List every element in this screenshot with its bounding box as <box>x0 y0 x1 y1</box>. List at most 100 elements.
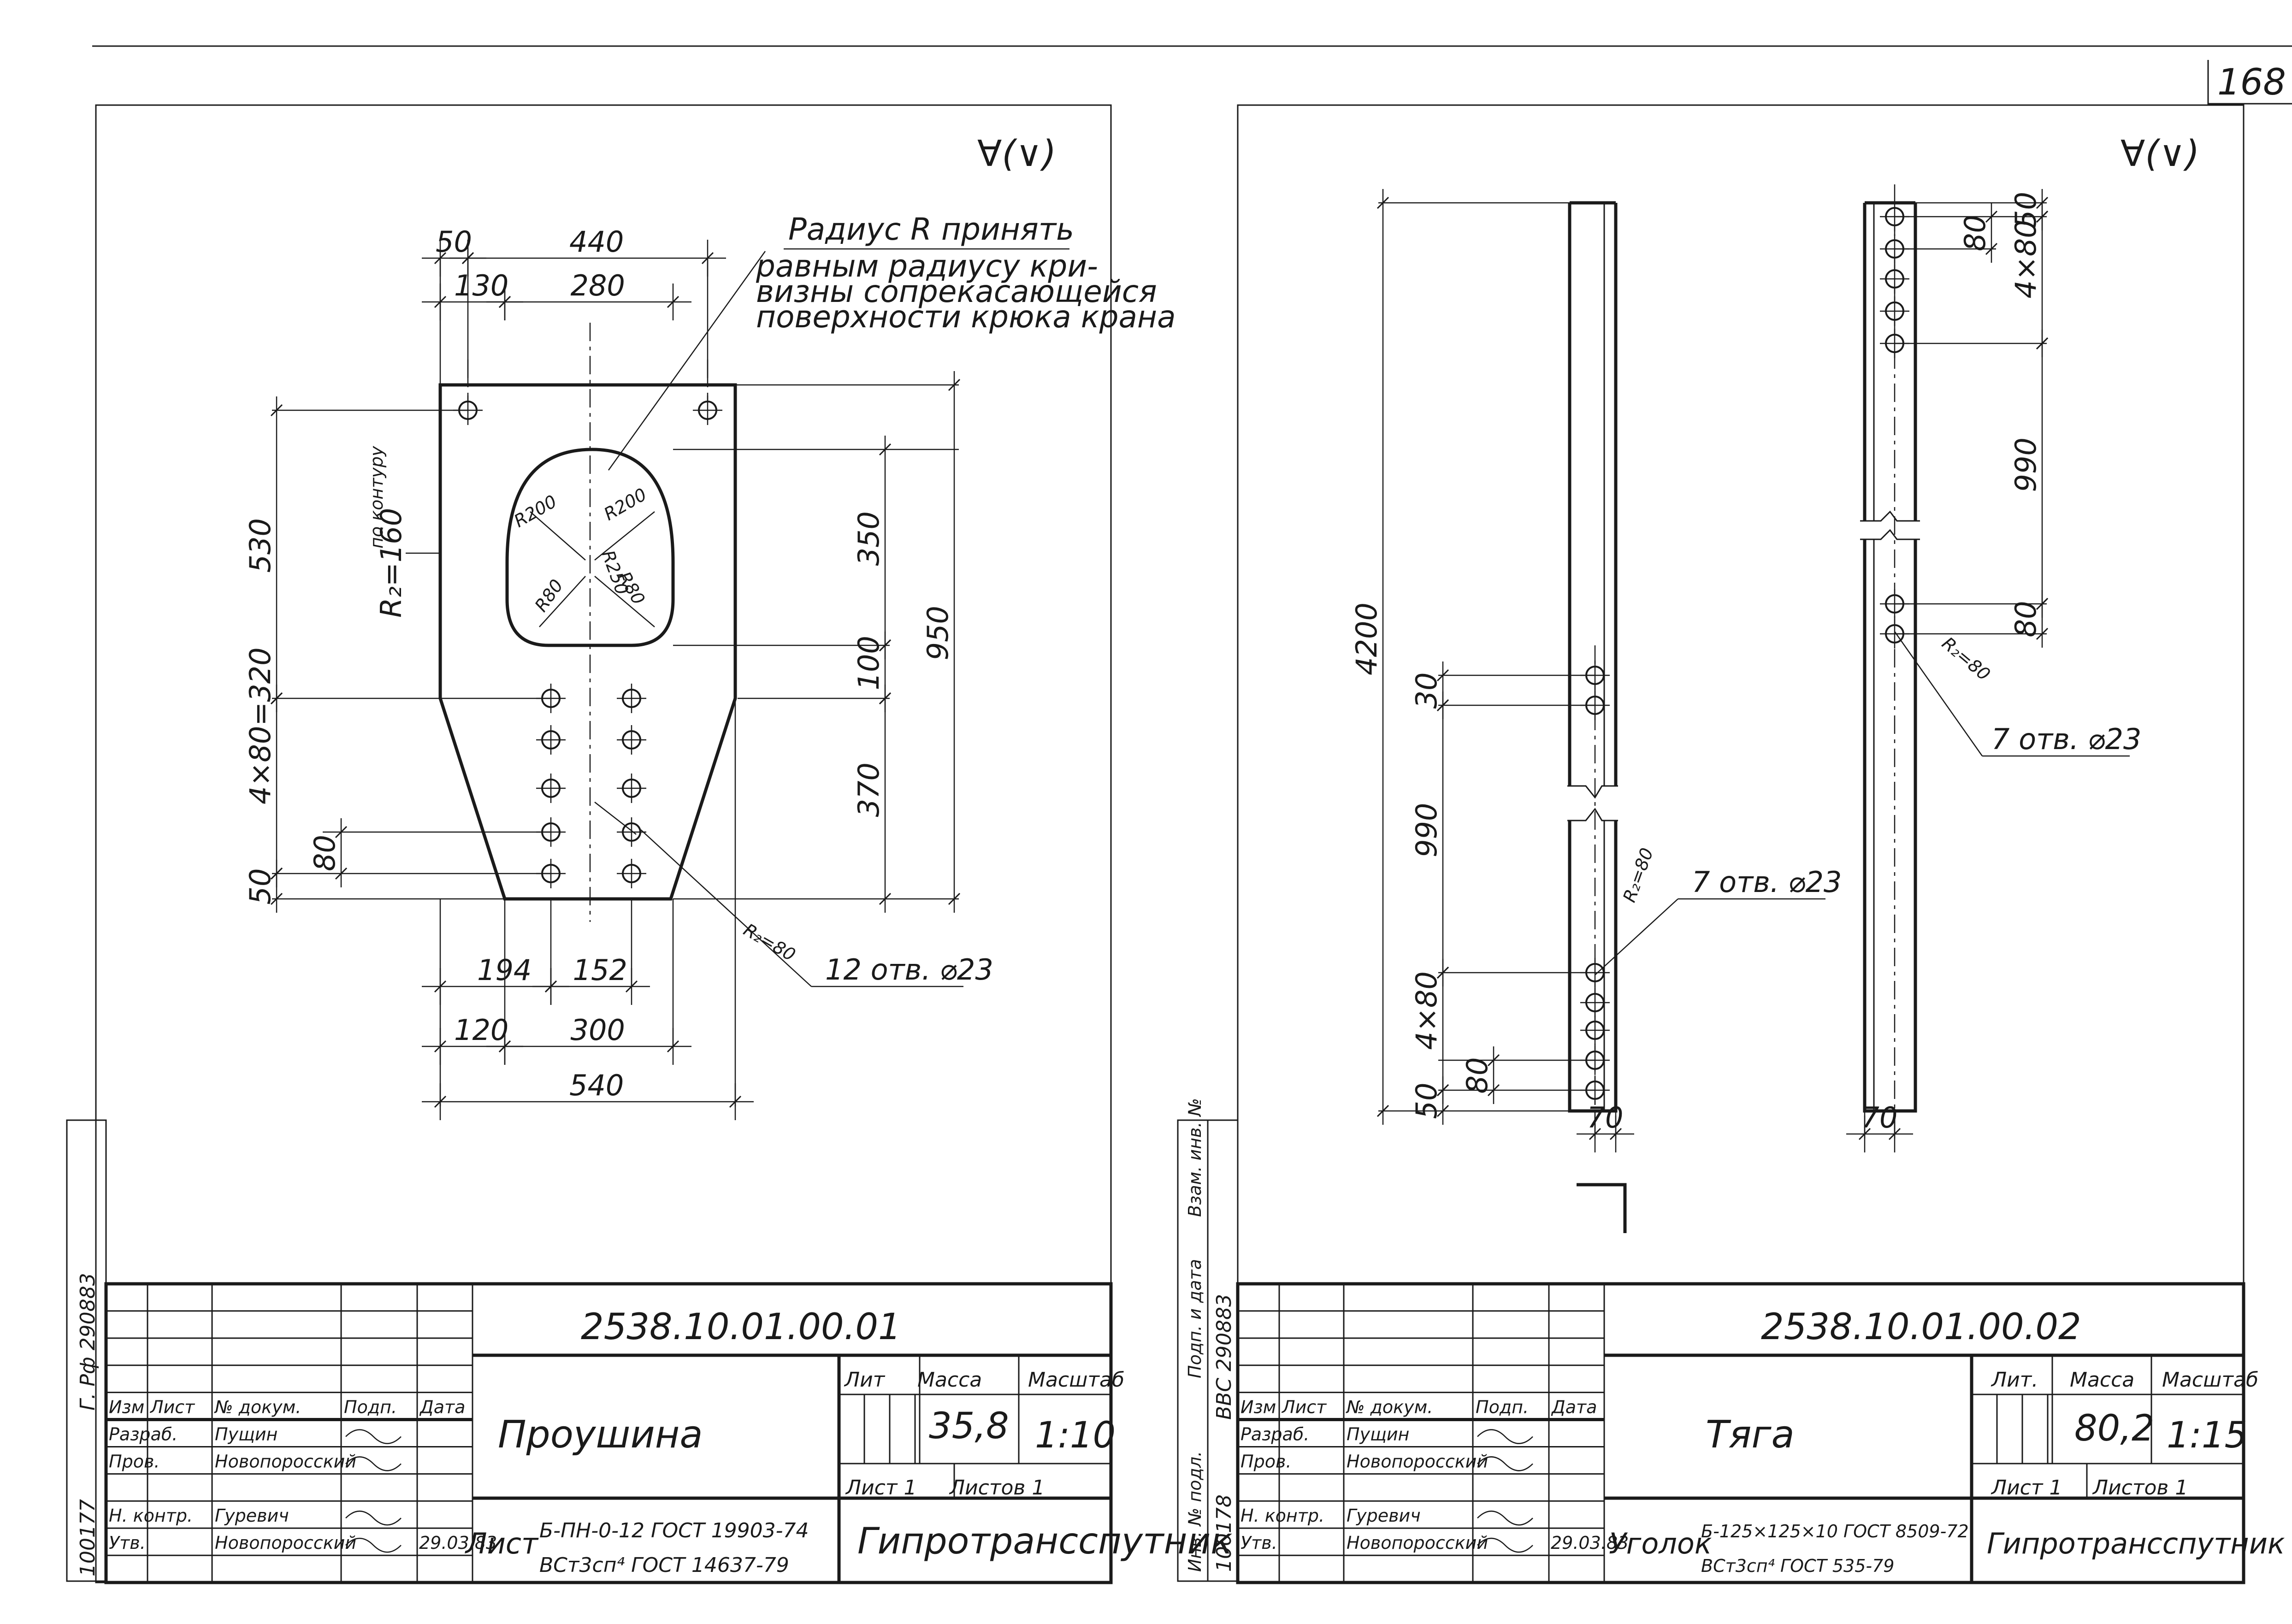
side-dim-4x80-tick-1 <box>1436 966 1449 979</box>
dim-bottom-540: 540 <box>569 1069 624 1102</box>
dim-left-50-tick-1 <box>270 867 283 880</box>
dim-right-100-tick-1 <box>879 639 892 652</box>
front-dim-990-tick-1 <box>2036 337 2049 350</box>
front-dim-80-bottom-tick-2 <box>2036 627 2049 640</box>
right-org: Гипротрансспутник <box>1987 1527 2285 1560</box>
dim-left-530-tick-1 <box>270 404 283 417</box>
side-dim-4x80: 4×80 <box>1410 971 1443 1050</box>
left-scale: 1:10 <box>1035 1415 1116 1456</box>
front-dim-70-tick-2 <box>1888 1128 1901 1140</box>
front-dim-4x80-tick-1 <box>2036 210 2049 223</box>
right-titleblock-code: 2538.10.01.00.02 <box>1761 1306 2081 1348</box>
dim-bottom-300-tick-2 <box>667 1040 679 1053</box>
side-dim-990-tick-1 <box>1436 699 1449 712</box>
right-head-scale: Масштаб <box>2162 1368 2258 1392</box>
dim-top-130-tick-1 <box>434 295 447 308</box>
left-titleblock-code: 2538.10.01.00.01 <box>581 1306 901 1348</box>
angle-side-view <box>1567 201 1618 1129</box>
radius-note-line-2: равным радиусу кри- <box>756 248 1098 284</box>
dim-left-4x80-tick-1 <box>270 692 283 705</box>
front-holes-callout: 7 отв. ⌀23 <box>1991 722 2141 756</box>
left-row-role-1: Пров. <box>109 1451 159 1471</box>
side-holes-leader <box>1595 898 1678 975</box>
left-row-signature-2 <box>345 1511 402 1526</box>
front-dim-80-bottom: 80 <box>2009 601 2043 638</box>
dim-right-370-tick-1 <box>879 692 892 705</box>
page-number-frame <box>2207 60 2292 105</box>
right-row-date-3: 29.03.83 <box>1551 1533 1629 1553</box>
left-material-bottom: ВСт3сп⁴ ГОСТ 14637-79 <box>539 1553 789 1577</box>
dim-left-80: 80 <box>308 835 342 871</box>
dim-right-950-tick-1 <box>948 378 961 391</box>
side-dim-50-tick-2 <box>1436 1104 1449 1117</box>
angle-front-break <box>1860 510 1920 522</box>
angle-side-break-lower <box>1567 808 1618 821</box>
left-row-signature-1 <box>345 1456 402 1471</box>
left-row-person-2: Гуревич <box>215 1506 289 1526</box>
side-dim-80: 80 <box>1460 1057 1494 1094</box>
front-dim-990: 990 <box>2009 437 2043 492</box>
right-col-header-0: Изм <box>1241 1397 1276 1417</box>
dim-top-440-tick-2 <box>701 252 714 265</box>
right-scale: 1:15 <box>2167 1415 2247 1456</box>
angle-section-symbol <box>1577 1183 1627 1233</box>
side-dim-70-tick-2 <box>1609 1128 1622 1140</box>
side-holes-radius: R₂=80 <box>1619 845 1657 905</box>
left-col-header-4: Дата <box>419 1397 465 1417</box>
angle-front-lower-part <box>1863 539 1917 1113</box>
dim-top-440: 440 <box>569 225 624 259</box>
dim-bottom-300: 300 <box>571 1013 625 1047</box>
left-titleblock-name: Проушина <box>498 1413 703 1457</box>
right-row-person-3: Новопоросский <box>1347 1533 1488 1553</box>
right-stamp-label-2: Подп. и дата <box>1185 1259 1205 1378</box>
front-dim-80-bottom-tick-1 <box>2036 597 2049 610</box>
right-head-lit: Лит. <box>1991 1368 2038 1392</box>
radius-note-line-3: визны сопрекасающейся <box>756 274 1157 309</box>
right-row-person-0: Пущин <box>1347 1424 1409 1444</box>
plate-cutout <box>505 448 675 647</box>
right-head-mass: Масса <box>2070 1368 2134 1392</box>
left-stamp-sign: Г. Рф 290883 <box>76 1273 100 1411</box>
right-row-signature-3 <box>1477 1538 1533 1553</box>
dim-bottom-194-tick-1 <box>434 980 447 993</box>
radius-leader-3 <box>539 576 586 627</box>
front-holes-radius: R₂=80 <box>1938 633 1994 685</box>
right-stamp-label-1: Взам. инв. № <box>1185 1098 1205 1217</box>
page-number: 168 <box>2217 62 2286 103</box>
right-col-header-1: Лист <box>1281 1397 1327 1417</box>
dim-top-280-tick-2 <box>667 295 679 308</box>
side-dim-4200-tick-2 <box>1376 1104 1389 1117</box>
front-dim-80: 80 <box>1958 215 1992 251</box>
holes-callout: 12 отв. ⌀23 <box>825 953 993 986</box>
radius-label-left-bottom: R80 <box>531 576 567 615</box>
front-holes-leader <box>1894 631 1983 756</box>
left-row-role-2: Н. контр. <box>109 1506 193 1526</box>
side-holes-callout: 7 отв. ⌀23 <box>1692 865 1842 899</box>
dim-left-50-tick-2 <box>270 892 283 905</box>
side-dim-30-tick-1 <box>1436 669 1449 682</box>
right-sheets-label: Листов 1 <box>2092 1476 2188 1500</box>
radius-note-leader <box>608 251 766 471</box>
dim-right-950-tick-2 <box>948 892 961 905</box>
dim-right-100: 100 <box>852 636 886 690</box>
right-sheet-label: Лист 1 <box>1991 1476 2062 1500</box>
left-row-person-3: Новопоросский <box>215 1533 356 1553</box>
dim-bottom-194: 194 <box>477 953 532 987</box>
dim-right-370-tick-2 <box>879 892 892 905</box>
left-col-header-3: Подп. <box>344 1397 397 1417</box>
holes-leader-short <box>594 802 637 835</box>
right-row-person-1: Новопоросский <box>1347 1451 1488 1471</box>
left-row-person-0: Пущин <box>215 1424 278 1444</box>
right-col-header-4: Дата <box>1551 1397 1597 1417</box>
side-dim-4200: 4200 <box>1350 602 1383 675</box>
radius-note: Радиус R принять равным радиусу кри- виз… <box>608 212 1176 471</box>
right-sheet-frame <box>1237 104 2245 1583</box>
dim-bottom-120-tick-1 <box>434 1040 447 1053</box>
right-row-role-0: Разраб. <box>1241 1424 1309 1444</box>
left-roughness-symbol: ∀(∨) <box>977 133 1056 175</box>
right-col-header-2: № докум. <box>1346 1397 1433 1417</box>
front-dim-70: 70 <box>1861 1101 1898 1134</box>
dim-bottom-300-tick-1 <box>498 1040 511 1053</box>
right-material-top: Б-125×125×10 ГОСТ 8509-72 <box>1701 1521 1969 1541</box>
